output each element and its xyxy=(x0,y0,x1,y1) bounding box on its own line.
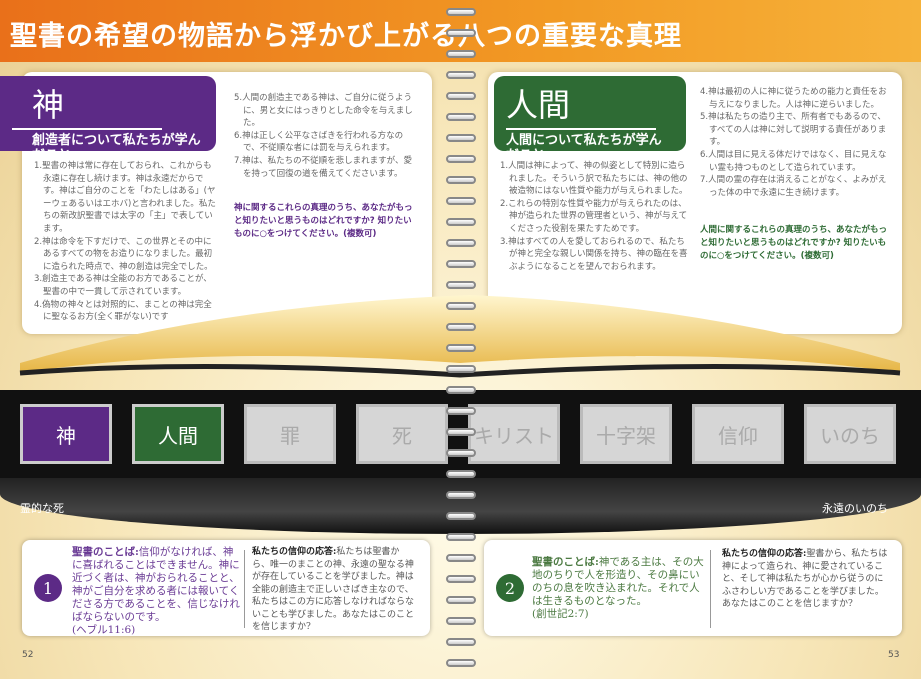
verse-card-2 xyxy=(484,540,902,636)
list-item: 5.神は私たちの造り主で、所有者でもあるので、すべての人は神に対して説明する責任… xyxy=(700,112,887,148)
verse-reference: (創世記2:7) xyxy=(532,608,589,620)
spiral-ring xyxy=(446,575,476,583)
human-question: 人間に関するこれらの真理のうち、あなたがもっと知りたいと思うものはどれですか? … xyxy=(700,225,888,261)
list-item: 6.人間は目に見える体だけではなく、目に見えない霊も持つものとして造られています… xyxy=(700,149,887,173)
verse-label: 聖書のことば: xyxy=(532,556,599,568)
spiral-ring xyxy=(446,260,476,268)
spiral-ring xyxy=(446,428,476,436)
verse: 神である主は、その大地のちりで人を形造り、その鼻にいのちの息を吹き込まれた。それ… xyxy=(532,556,704,607)
spiral-ring xyxy=(446,50,476,58)
heading-god: 神 xyxy=(12,80,162,130)
spiral-ring xyxy=(446,491,476,499)
god-heading-box: 神 創造者について私たちが学んだこと: xyxy=(0,76,216,163)
number-badge: 2 xyxy=(496,574,524,602)
verse-card-1 xyxy=(22,540,430,636)
list-item: 3.創造主である神は全能のお方であることが、聖書の中で一貫して示されています。 xyxy=(34,274,212,297)
list-item: 7.人間の霊の存在は消えることがなく、よみがえった体の中で永遠に生き続けます。 xyxy=(700,175,887,198)
film-frame: 神 xyxy=(20,404,112,464)
spiral-ring xyxy=(446,176,476,184)
list-item: 1.人間は神によって、神の似姿として特別に造られました。そういう訳で私たちには、… xyxy=(500,161,688,197)
verse-text-2: 聖書のことば:神である主は、その大地のちりで人を形造り、その鼻にいのちの息を吹き… xyxy=(532,556,704,621)
spiral-ring xyxy=(446,323,476,331)
page-number-right: 53 xyxy=(888,650,900,660)
list-item: 3.神はすべての人を愛しておられるので、私たちが神と完全な親しい関係を持ち、神の… xyxy=(500,236,688,272)
spiral-ring xyxy=(446,470,476,478)
god-question: 神に関するこれらの真理のうち、あなたがもっと知りたいと思うものはどれですか? 知… xyxy=(234,203,413,239)
spiral-ring xyxy=(446,8,476,16)
divider xyxy=(244,550,245,628)
list-item: 1.聖書の神は常に存在しておられ、これからも永遠に存在し続けます。神は永遠だから… xyxy=(34,161,216,234)
human-truths-list-2: 4.神は最初の人に神に従うための能力と責任をお与えになりました。人は神に逆らいま… xyxy=(700,86,890,199)
response: 私たちは聖書から、唯一のまことの神、永遠の聖なる神が存在していることを学びました… xyxy=(252,547,415,632)
subheading: 人間について私たちが学んだこと: xyxy=(506,133,662,163)
film-frame: キリスト xyxy=(468,404,560,464)
page-number-left: 52 xyxy=(22,650,34,660)
label-eternal-life: 永遠のいのち xyxy=(822,502,888,515)
spiral-ring xyxy=(446,71,476,79)
god-truths-list-2: 5.人間の創造主である神は、ご自分に従うように、男と女にはっきりとした命令を与え… xyxy=(234,92,414,180)
spiral-ring xyxy=(446,638,476,646)
human-heading-box: 人間 人間について私たちが学んだこと: xyxy=(494,76,686,163)
spiral-ring xyxy=(446,512,476,520)
verse-reference: (ヘブル11:6) xyxy=(72,624,136,636)
list-item: 4.神は最初の人に神に従うための能力と責任をお与えになりました。人は神に逆らいま… xyxy=(700,87,887,110)
spiral-ring xyxy=(446,554,476,562)
spiral-ring xyxy=(446,617,476,625)
spiral-ring xyxy=(446,344,476,352)
subheading: 創造者について私たちが学んだこと: xyxy=(32,133,201,163)
film-frame: 死 xyxy=(356,404,448,464)
film-frame: 十字架 xyxy=(580,404,672,464)
list-item: 2.神は命令を下すだけで、この世界とその中にあるすべての物をお造りになりました。… xyxy=(34,236,213,272)
film-frame: いのち xyxy=(804,404,896,464)
divider xyxy=(710,550,711,628)
response-text-2: 私たちの信仰の応答:聖書から、私たちは神によって造られ、神に愛されていること、そ… xyxy=(722,548,892,611)
spiral-ring xyxy=(446,659,476,667)
spiral-ring xyxy=(446,386,476,394)
number-badge: 1 xyxy=(34,574,62,602)
spiral-binding xyxy=(446,0,476,679)
heading-human: 人間 xyxy=(506,80,656,130)
spiral-ring xyxy=(446,302,476,310)
spiral-ring xyxy=(446,533,476,541)
film-frame: 信仰 xyxy=(692,404,784,464)
spiral-ring xyxy=(446,365,476,373)
spiral-ring xyxy=(446,113,476,121)
verse: 信仰がなければ、神に喜ばれることはできません。神に近づく者は、神がおられることと… xyxy=(72,546,240,623)
human-truths-list: 1.人間は神によって、神の似姿として特別に造られました。そういう訳で私たちには、… xyxy=(500,160,690,273)
label-spiritual-death: 霊的な死 xyxy=(20,502,64,515)
spiral-ring xyxy=(446,155,476,163)
page-title: 聖書の希望の物語から浮かび上がる八つの重要な真理 xyxy=(10,21,682,52)
film-frame: 罪 xyxy=(244,404,336,464)
verse-text-1: 聖書のことば:信仰がなければ、神に喜ばれることはできません。神に近づく者は、神が… xyxy=(72,546,240,637)
response: 聖書から、私たちは神によって造られ、神に愛されていること、そして神は私たちが心か… xyxy=(722,549,888,609)
list-item: 6.神は正しく公平なさばきを行われる方なので、不従順な者には罰を与えられます。 xyxy=(234,130,404,154)
list-item: 5.人間の創造主である神は、ご自分に従うように、男と女にはっきりとした命令を与え… xyxy=(234,93,413,129)
spiral-ring xyxy=(446,92,476,100)
spiral-ring xyxy=(446,449,476,457)
spiral-ring xyxy=(446,218,476,226)
list-item: 4.偽物の神々とは対照的に、まことの神は完全に聖なるお方(全く罪がない)です xyxy=(34,299,212,323)
spiral-ring xyxy=(446,596,476,604)
spiral-ring xyxy=(446,239,476,247)
spiral-ring xyxy=(446,407,476,415)
list-item: 2.これらの特別な性質や能力が与えられたのは、神が造られた世界の管理者という、神… xyxy=(500,198,688,234)
response-label: 私たちの信仰の応答: xyxy=(252,547,337,557)
list-item: 7.神は、私たちの不従順を悲しまれますが、愛を持って回復の道を備えてくださいます… xyxy=(234,155,412,179)
film-frame: 人間 xyxy=(132,404,224,464)
response-text-1: 私たちの信仰の応答:私たちは聖書から、唯一のまことの神、永遠の聖なる神が存在して… xyxy=(252,546,417,634)
response-label: 私たちの信仰の応答: xyxy=(722,549,807,559)
verse-label: 聖書のことば: xyxy=(72,546,139,558)
god-truths-list: 1.聖書の神は常に存在しておられ、これからも永遠に存在し続けます。神は永遠だから… xyxy=(34,160,219,324)
open-book-illustration xyxy=(19,295,901,378)
spiral-ring xyxy=(446,281,476,289)
spiral-ring xyxy=(446,134,476,142)
spiral-ring xyxy=(446,197,476,205)
spiral-ring xyxy=(446,29,476,37)
